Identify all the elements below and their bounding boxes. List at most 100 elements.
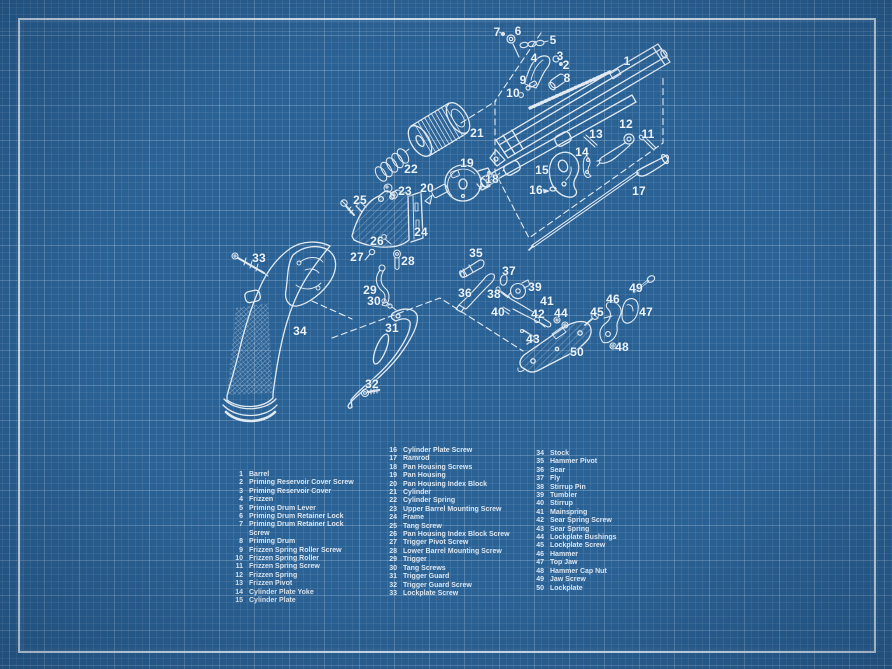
callout-20: 20 (420, 181, 434, 195)
part-number: 8 (239, 538, 243, 546)
part-name: Lower Barrel Mounting Screw (403, 547, 502, 555)
part-name: Priming Reservoir Cover Screw (249, 479, 354, 487)
frame-border (18, 18, 876, 653)
callout-48: 48 (615, 340, 629, 354)
part-item: 13 Frizzen Pivot (229, 580, 354, 588)
frizzen-group (498, 31, 567, 98)
part-name: Trigger Guard Screw (403, 581, 472, 589)
part-name: Pan Housing Index Block Screw (403, 531, 510, 539)
stock (222, 241, 337, 423)
part-number: 6 (239, 513, 243, 521)
part-item: 17 Ramrod (384, 455, 510, 463)
part-name: Trigger Guard (403, 573, 450, 581)
callout-18: 18 (485, 172, 499, 186)
part-name: Trigger (403, 556, 427, 564)
callout-13: 13 (589, 127, 603, 141)
callout-8: 8 (563, 71, 571, 85)
part-number: 43 (536, 525, 544, 533)
part-name: Hammer (550, 550, 579, 558)
part-number: 21 (389, 489, 397, 497)
part-number: 24 (389, 514, 397, 522)
callout-2: 2 (562, 58, 570, 72)
part-number: 22 (389, 497, 397, 505)
callout-12: 12 (619, 117, 633, 131)
part-number: 5 (239, 504, 243, 512)
part-item: 2 Priming Reservoir Cover Screw (229, 479, 354, 487)
cylinder-spring (374, 148, 410, 182)
part-number: 50 (536, 584, 544, 592)
part-number: 33 (389, 589, 397, 597)
frame (351, 189, 424, 248)
trigger-guard (347, 308, 419, 409)
part-number: 48 (536, 567, 544, 575)
callout-30: 30 (367, 294, 381, 308)
callout-44: 44 (554, 306, 568, 320)
part-name: Top Jaw (550, 559, 578, 567)
callout-33: 33 (252, 251, 266, 265)
part-number: 36 (536, 466, 544, 474)
part-number: 39 (536, 492, 544, 500)
part-name: Stock (550, 450, 570, 457)
part-name: Fly (550, 475, 561, 483)
callout-27: 27 (350, 250, 364, 264)
part-number: 41 (536, 508, 544, 516)
callout-22: 22 (404, 162, 418, 176)
part-number: 26 (389, 531, 397, 539)
callout-16: 16 (529, 183, 543, 197)
callout-15: 15 (535, 163, 549, 177)
part-number: 17 (389, 455, 397, 463)
part-name: Ramrod (403, 455, 430, 463)
cylinder-plate (542, 151, 580, 198)
pan-housing (444, 164, 498, 202)
callout-32: 32 (365, 377, 379, 391)
part-number: 7 (239, 521, 243, 529)
part-number: 44 (536, 534, 544, 542)
callout-21: 21 (470, 126, 484, 140)
part-name: Priming Drum Retainer Lock Screw (249, 521, 344, 537)
part-number: 15 (235, 597, 243, 605)
part-number: 2 (239, 479, 243, 487)
part-name: Cylinder Plate Yoke (249, 588, 314, 596)
part-number: 18 (389, 463, 397, 471)
part-number: 34 (536, 450, 544, 457)
callout-36: 36 (458, 286, 472, 300)
callout-46: 46 (606, 292, 620, 306)
callout-17: 17 (632, 184, 646, 198)
part-name: Priming Reservoir Cover (249, 487, 332, 495)
part-number: 16 (389, 447, 397, 454)
part-number: 13 (235, 580, 243, 588)
barrel (489, 43, 671, 167)
callout-45: 45 (590, 305, 604, 319)
part-item: 5 Priming Drum Lever (229, 505, 354, 513)
part-name: Barrel (249, 471, 270, 478)
part-name: Sear Spring (550, 525, 590, 533)
lockplate (517, 320, 592, 373)
callout-1: 1 (623, 54, 631, 68)
part-item: 7 Priming Drum Retainer Lock Screw (229, 521, 354, 538)
part-number: 10 (235, 555, 243, 563)
part-name: Priming Drum Lever (249, 504, 316, 512)
callout-5: 5 (549, 33, 557, 47)
part-number: 14 (235, 588, 243, 596)
part-number: 42 (536, 517, 544, 525)
callout-41: 41 (540, 294, 554, 308)
part-name: Frizzen Pivot (249, 580, 293, 588)
